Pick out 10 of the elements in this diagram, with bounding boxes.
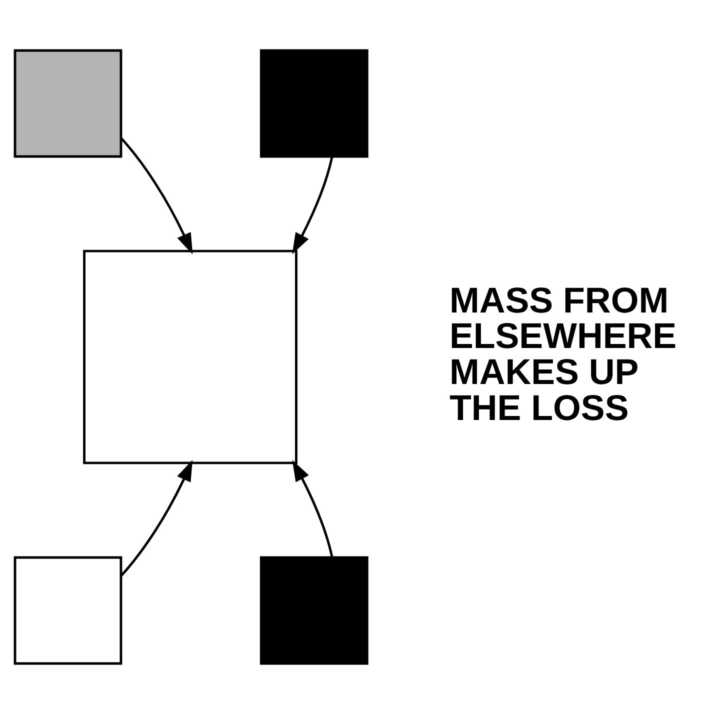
arrow	[120, 137, 193, 254]
node-box	[14, 556, 122, 664]
arrow	[292, 156, 334, 254]
arrow	[120, 459, 193, 576]
node-box	[14, 48, 122, 158]
node-box	[260, 556, 368, 664]
arrow	[292, 460, 334, 557]
node-box	[260, 48, 368, 158]
label: MASS FROM ELSEWHERE MAKES UP THE LOSS	[449, 280, 677, 428]
node-box	[83, 249, 298, 464]
